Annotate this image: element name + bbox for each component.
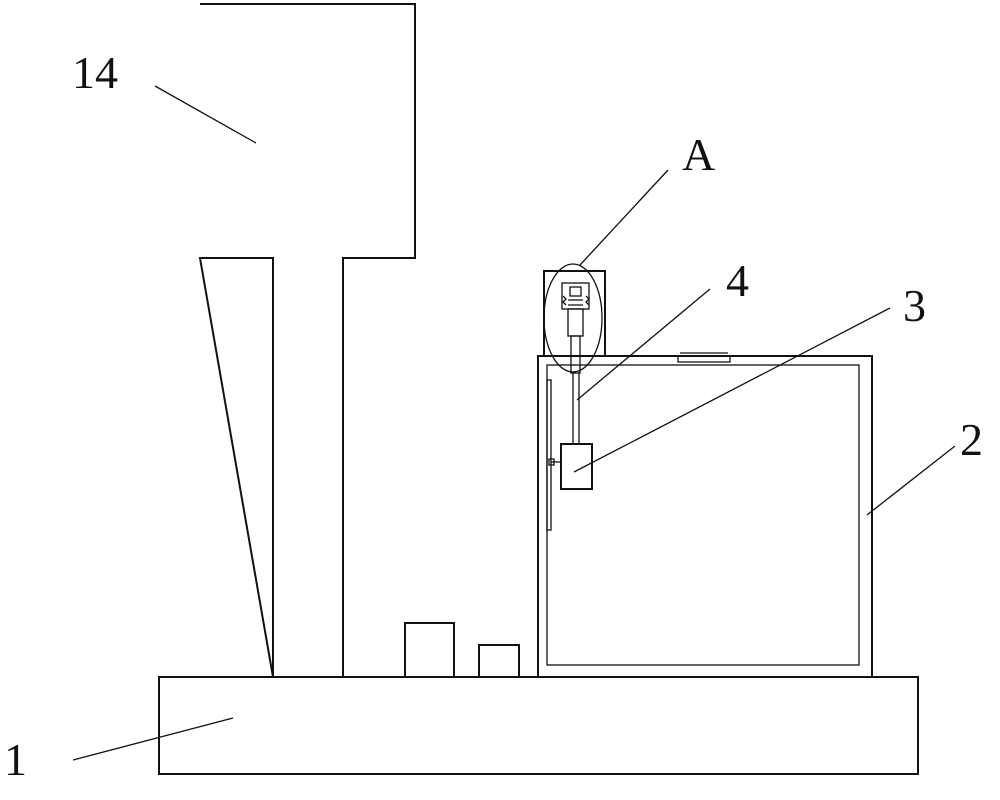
slider-pin (548, 458, 555, 466)
piston-rod-upper (570, 335, 581, 374)
chamber-housing (537, 355, 873, 678)
piston-body (567, 308, 584, 337)
small-block-right (478, 644, 520, 678)
base-plate (158, 676, 919, 775)
ref-label-14: 14 (72, 47, 118, 98)
leader-14 (154, 85, 257, 144)
slider-block (560, 443, 593, 490)
chamber-inner-wall (546, 364, 860, 666)
rod (572, 373, 580, 444)
guide-rail (546, 379, 552, 531)
detail-a-ellipse (543, 263, 603, 373)
spring-cap (569, 286, 582, 297)
leader-1 (72, 717, 234, 761)
ref-label-3: 3 (903, 280, 926, 331)
ref-label-1: 1 (4, 734, 27, 785)
ref-label-4: 4 (726, 255, 749, 306)
ref-label-2: 2 (960, 414, 983, 465)
spring-coil (562, 295, 590, 306)
display-stand (198, 3, 416, 678)
leader-4 (576, 288, 711, 401)
chamber-lid-hinge (677, 352, 731, 363)
leader-2 (866, 445, 956, 516)
leader-3 (573, 307, 891, 473)
leader-a (579, 169, 669, 266)
small-block-left (404, 622, 455, 678)
ref-label-a: A (682, 129, 716, 180)
